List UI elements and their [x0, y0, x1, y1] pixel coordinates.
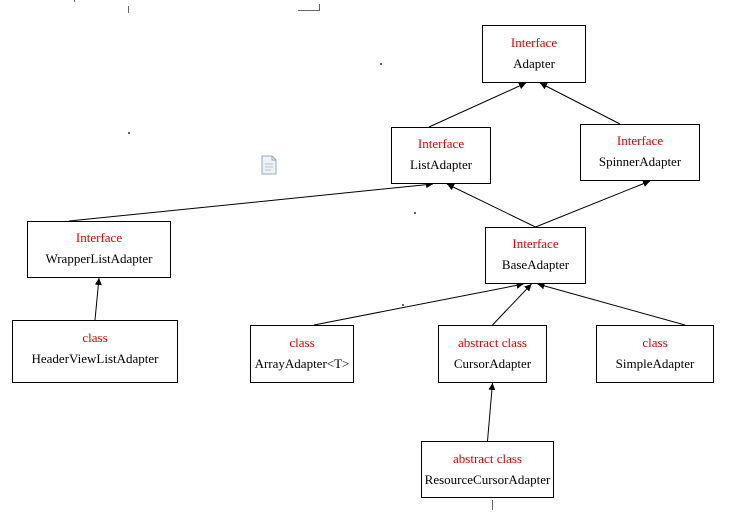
document-icon	[261, 155, 277, 175]
stray-mark	[298, 10, 320, 11]
node-name-label: ListAdapter	[409, 157, 473, 172]
node-wrapperlistadapter: Interface WrapperListAdapter	[27, 221, 171, 278]
node-name-label: CursorAdapter	[453, 356, 532, 371]
edge-simpleadapter-to-baseadapter	[537, 282, 686, 326]
node-kind-label: class	[82, 330, 108, 345]
edge-cursoradapter-to-baseadapter	[492, 283, 532, 326]
node-kind-label: Interface	[510, 35, 558, 50]
node-kind-label: Interface	[616, 133, 664, 148]
node-arrayadapter: class ArrayAdapter<T>	[250, 325, 354, 383]
node-kind-label: Interface	[417, 136, 465, 151]
stray-mark	[380, 63, 382, 65]
node-name-label: ResourceCursorAdapter	[424, 472, 551, 487]
edge-resourcecursoradapter-to-cursoradapter	[487, 382, 496, 442]
node-kind-label: abstract class	[453, 451, 522, 466]
node-headerviewlistadapter: class HeaderViewListAdapter	[12, 320, 178, 383]
node-adapter: Interface Adapter	[482, 25, 586, 83]
stray-mark	[492, 500, 493, 510]
node-name-label: BaseAdapter	[501, 257, 570, 272]
stray-mark	[402, 304, 404, 306]
node-kind-label: class	[642, 335, 668, 350]
node-kind-label: abstract class	[458, 335, 527, 350]
node-cursoradapter: abstract class CursorAdapter	[438, 325, 547, 383]
node-kind-label: class	[289, 335, 315, 350]
edge-headerviewlistadapter-to-wrapperlistadapter	[94, 277, 102, 321]
stray-mark	[74, 0, 75, 2]
stray-mark	[414, 212, 416, 214]
stray-mark	[128, 6, 129, 13]
edge-wrapperlistadapter-to-listadapter	[68, 181, 434, 222]
edge-baseadapter-to-spinneradapter	[535, 180, 651, 228]
node-kind-label: Interface	[512, 236, 559, 251]
node-name-label: SimpleAdapter	[615, 356, 695, 371]
edge-arrayadapter-to-baseadapter	[313, 281, 524, 326]
stray-mark	[128, 132, 130, 134]
node-name-label: ArrayAdapter<T>	[254, 356, 350, 371]
node-name-label: Adapter	[513, 56, 555, 71]
stray-mark	[319, 4, 320, 11]
node-name-label: WrapperListAdapter	[45, 251, 153, 266]
node-baseadapter: Interface BaseAdapter	[485, 227, 586, 284]
edge-listadapter-to-adapter	[428, 82, 527, 128]
node-name-label: HeaderViewListAdapter	[31, 351, 159, 366]
node-resourcecursoradapter: abstract class ResourceCursorAdapter	[421, 441, 554, 498]
node-spinneradapter: Interface SpinnerAdapter	[580, 124, 700, 181]
node-name-label: SpinnerAdapter	[598, 154, 682, 169]
edge-baseadapter-to-listadapter	[446, 183, 536, 228]
node-listadapter: Interface ListAdapter	[391, 127, 491, 184]
edge-spinneradapter-to-adapter	[539, 82, 621, 125]
node-kind-label: Interface	[75, 230, 123, 245]
node-simpleadapter: class SimpleAdapter	[596, 325, 714, 383]
